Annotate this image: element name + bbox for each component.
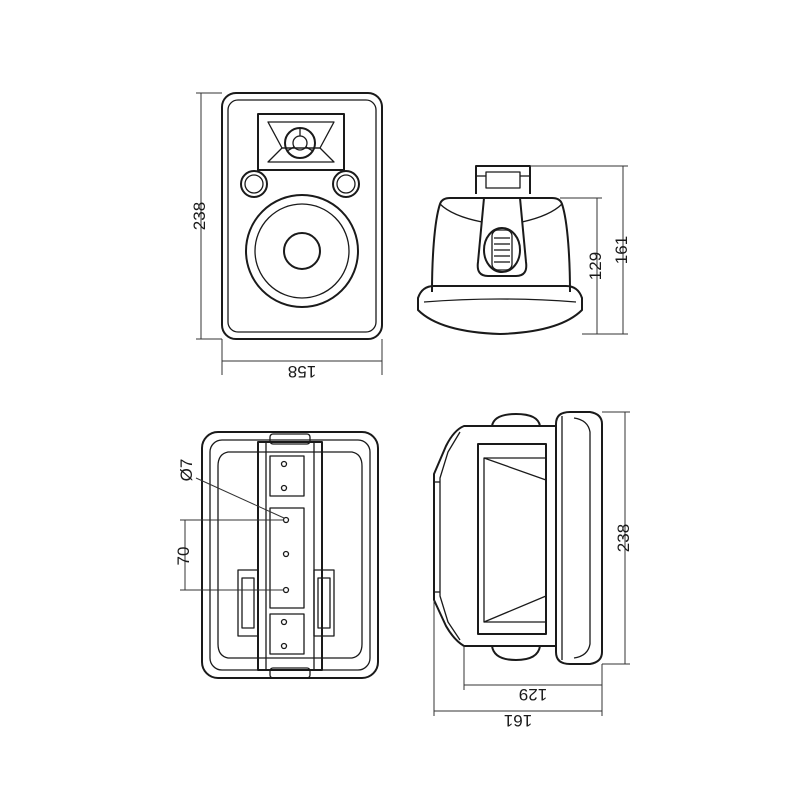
front-grille-edge: [227, 99, 377, 333]
woofer-dustcap: [283, 232, 321, 270]
side-bracket-left: [237, 569, 259, 637]
side-inner-depth-dimension: 129: [463, 646, 603, 704]
side-arm-recess: [483, 457, 547, 623]
plate-clip-bottom: [269, 667, 311, 679]
mount-pivot: [476, 197, 528, 277]
side-height-label: 238: [614, 524, 633, 552]
hole-diameter-label: Ø7: [177, 459, 196, 482]
side-view: 238 129 161: [433, 411, 633, 730]
mounting-plate: [257, 441, 323, 671]
front-width-dimension: 158: [221, 339, 383, 381]
front-width-label: 158: [288, 362, 316, 381]
hole-diameter-callout: Ø7: [177, 459, 285, 519]
front-height-label: 238: [190, 202, 209, 230]
plate-clip-top: [269, 433, 311, 445]
top-inner-height-label: 129: [586, 252, 605, 280]
plate-slot-bottom: [269, 613, 305, 655]
side-outer-depth-dimension: 161: [433, 600, 603, 730]
bracket-tab: [475, 165, 531, 194]
front-view: 238 158: [190, 92, 383, 381]
top-view: 129 161: [417, 165, 631, 335]
side-rear-housing: [433, 425, 557, 647]
bass-port-right: [332, 170, 360, 198]
mounting-hole-middle: [282, 550, 290, 558]
bezel-inner-line: [423, 298, 577, 303]
bass-port-left: [240, 170, 268, 198]
hole-spacing-dimension: 70: [174, 519, 284, 591]
rear-recess: [217, 451, 363, 659]
top-inner-height-dimension: 129: [560, 197, 605, 335]
top-outer-height-label: 161: [612, 236, 631, 264]
side-outer-depth-label: 161: [504, 711, 532, 730]
bracket-slot: [485, 171, 521, 189]
woofer-surround: [245, 194, 359, 308]
rear-view: Ø7 70: [174, 431, 379, 679]
side-bracket-arm: [477, 443, 547, 635]
tweeter-horn: [257, 113, 345, 171]
side-inner-depth-label: 129: [519, 685, 547, 704]
mounting-hole-top: [282, 516, 290, 524]
side-front-face: [555, 411, 603, 665]
plate-slot-middle: [269, 507, 305, 609]
front-height-dimension: 238: [190, 92, 222, 340]
hole-spacing-label: 70: [174, 547, 193, 566]
mount-knob: [483, 227, 521, 273]
top-body-contour: [439, 203, 563, 223]
top-outer-height-dimension: 161: [530, 165, 631, 335]
mounting-hole-bottom: [282, 586, 290, 594]
side-top-bump: [491, 413, 541, 427]
top-front-bezel: [417, 285, 583, 335]
side-bracket-right: [313, 569, 335, 637]
rear-outer-body: [201, 431, 379, 679]
side-bottom-bump: [491, 645, 541, 661]
front-outer-body: [221, 92, 383, 340]
rear-inner-edge: [209, 439, 371, 671]
side-rear-contour: [439, 431, 461, 641]
horn-inner-top: [267, 121, 335, 149]
plate-slot-top: [269, 455, 305, 497]
side-height-dimension: 238: [602, 411, 633, 665]
side-front-grille: [573, 417, 591, 659]
woofer-cone: [254, 203, 350, 299]
knob-grip: [491, 229, 513, 271]
